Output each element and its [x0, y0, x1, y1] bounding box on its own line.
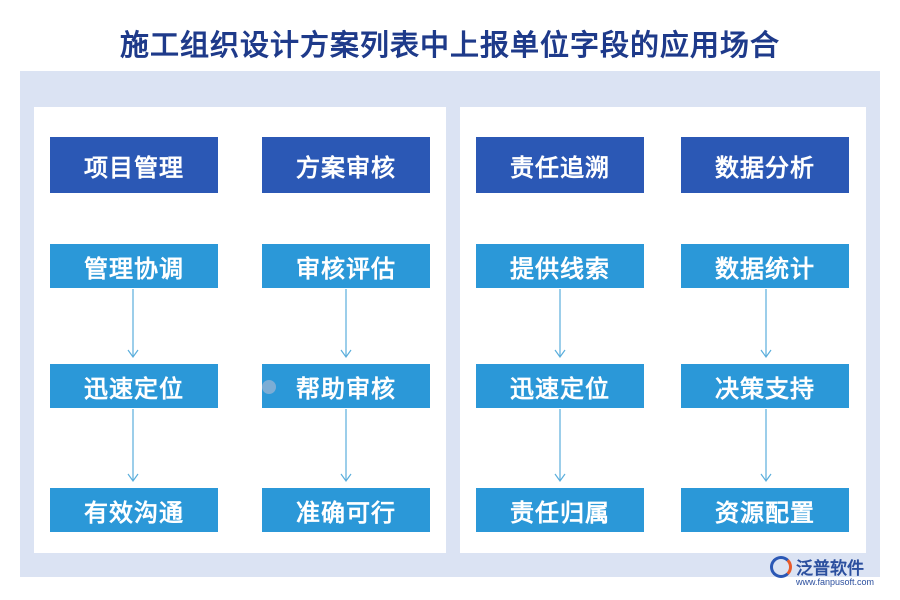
step-box: 决策支持	[681, 364, 849, 408]
step-box: 资源配置	[681, 488, 849, 532]
column-header-responsibility-trace: 责任追溯	[476, 137, 644, 193]
step-box: 迅速定位	[476, 364, 644, 408]
logo-name: 泛普软件	[796, 559, 864, 579]
logo-icon	[770, 555, 792, 578]
logo-url: www.fanpusoft.com	[796, 577, 875, 587]
column-header-data-analysis: 数据分析	[681, 137, 849, 193]
step-box: 责任归属	[476, 488, 644, 532]
step-box: 提供线索	[476, 244, 644, 288]
column-header-project-management: 项目管理	[50, 137, 218, 193]
brand-logo: 泛普软件	[770, 554, 864, 579]
step-box: 审核评估	[262, 244, 430, 288]
step-box: 管理协调	[50, 244, 218, 288]
step-box: 帮助审核	[262, 364, 430, 408]
watermark-icon	[262, 380, 276, 394]
step-box: 迅速定位	[50, 364, 218, 408]
column-header-plan-review: 方案审核	[262, 137, 430, 193]
step-box: 准确可行	[262, 488, 430, 532]
diagram-title: 施工组织设计方案列表中上报单位字段的应用场合	[119, 28, 780, 62]
step-box: 有效沟通	[50, 488, 218, 532]
step-box: 数据统计	[681, 244, 849, 288]
